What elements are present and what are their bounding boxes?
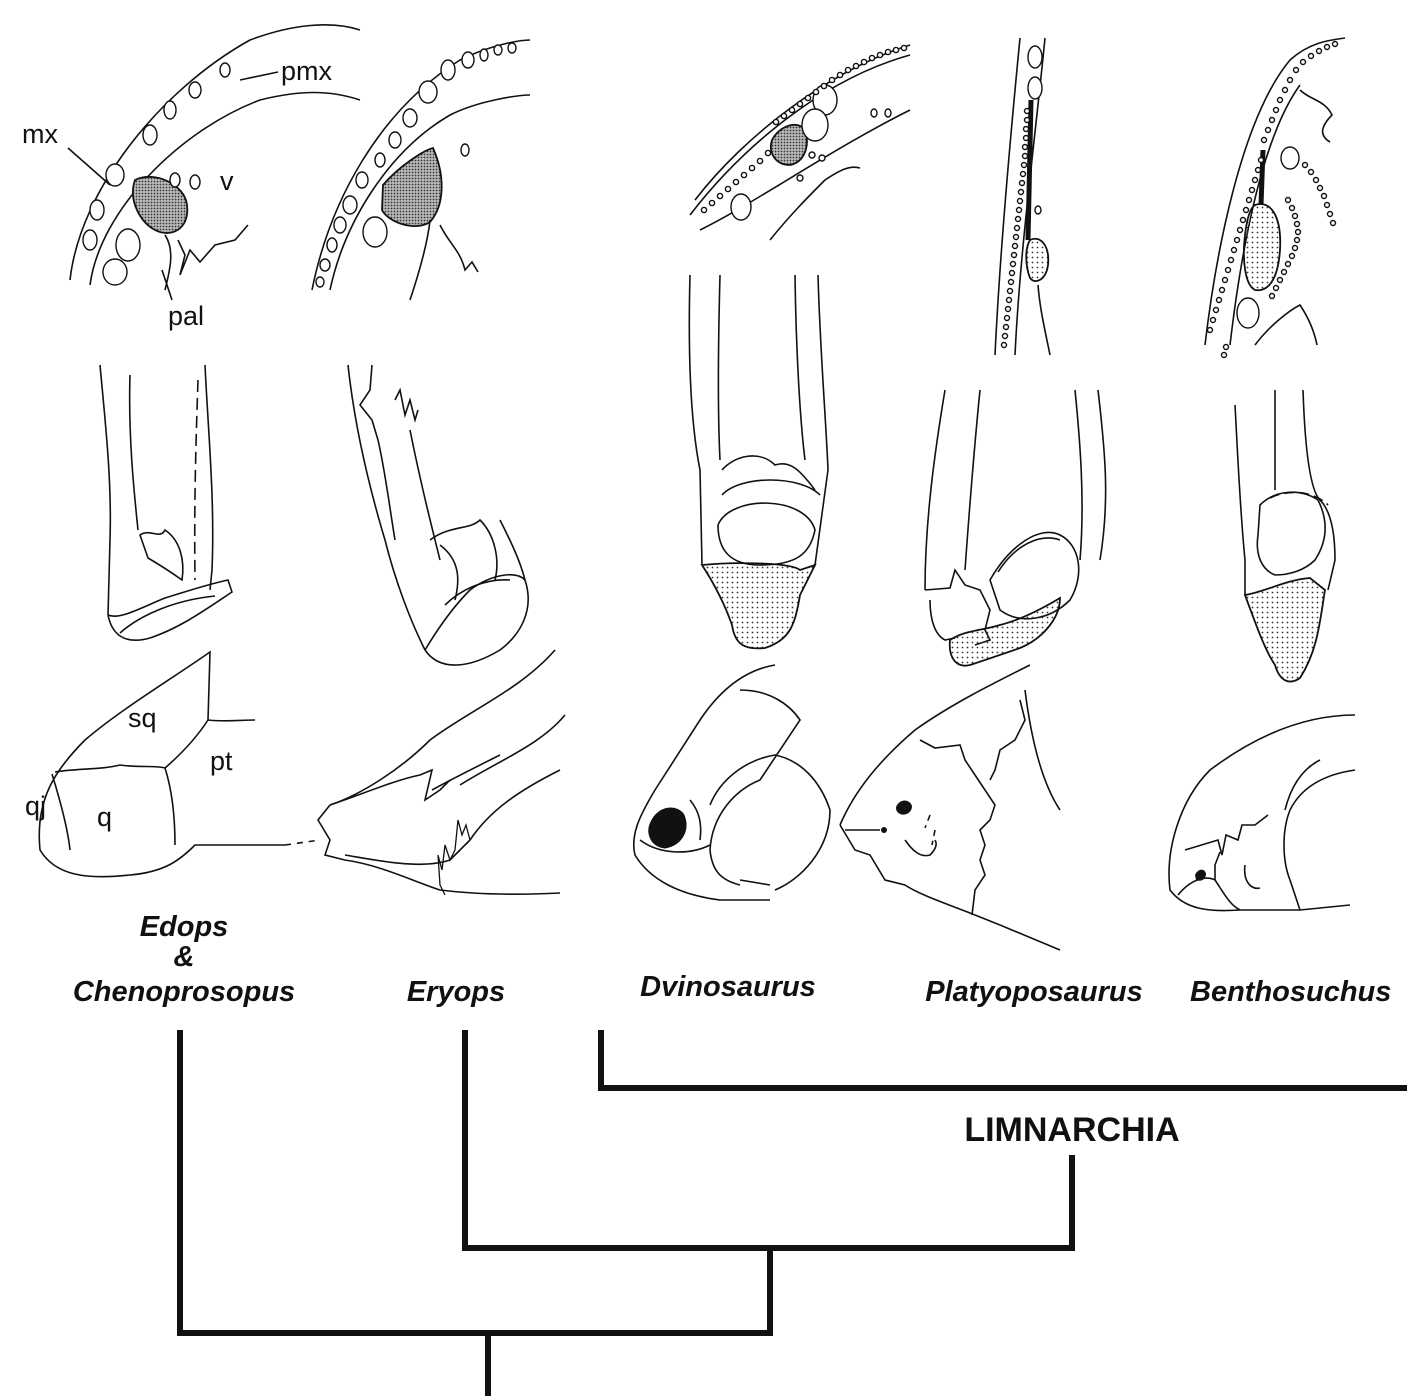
taxon-dvinosaurus: Dvinosaurus xyxy=(640,971,816,1003)
label-q: q xyxy=(97,802,112,832)
taxon-edops: Edops xyxy=(140,911,229,943)
label-pal: pal xyxy=(168,301,204,331)
cladogram xyxy=(177,1030,1407,1396)
quadrate-platyoposaurus xyxy=(924,389,1107,667)
taxon-edops-ampersand: & xyxy=(174,941,195,973)
palate-edops xyxy=(67,24,361,301)
palate-dvinosaurus xyxy=(689,44,911,241)
branch-limnarchia-crown xyxy=(598,1030,1407,1091)
suspensorium-edops xyxy=(38,650,321,878)
taxon-chenoprosopus: Chenoprosopus xyxy=(73,976,295,1008)
palate-eryops xyxy=(311,39,531,301)
tooth-row-dvinosaurus xyxy=(700,44,908,214)
palate-platyoposaurus xyxy=(994,37,1051,356)
clade-limnarchia-label: LIMNARCHIA xyxy=(964,1111,1179,1149)
label-sq: sq xyxy=(128,703,157,733)
taxon-eryops: Eryops xyxy=(407,976,505,1008)
suspensorium-benthosuchus xyxy=(1168,714,1356,912)
tooth-row-benthosuchus xyxy=(1206,40,1339,359)
taxon-platyoposaurus: Platyoposaurus xyxy=(925,976,1143,1008)
quadrate-dvinosaurus xyxy=(688,274,829,650)
label-pmx: pmx xyxy=(281,56,333,86)
quadrate-edops xyxy=(99,364,233,641)
suspensorium-dvinosaurus xyxy=(632,664,831,901)
suspensorium-eryops xyxy=(317,649,566,896)
label-v: v xyxy=(220,166,234,196)
taxon-benthosuchus: Benthosuchus xyxy=(1190,976,1391,1008)
tooth-row-platyoposaurus xyxy=(1000,107,1031,349)
label-pt: pt xyxy=(210,746,233,776)
label-qj: qj xyxy=(25,791,46,821)
label-mx: mx xyxy=(22,119,58,149)
quadrate-eryops xyxy=(347,364,529,666)
palate-benthosuchus xyxy=(1204,37,1346,359)
quadrate-benthosuchus xyxy=(1234,389,1336,683)
suspensorium-platyoposaurus xyxy=(839,664,1061,951)
